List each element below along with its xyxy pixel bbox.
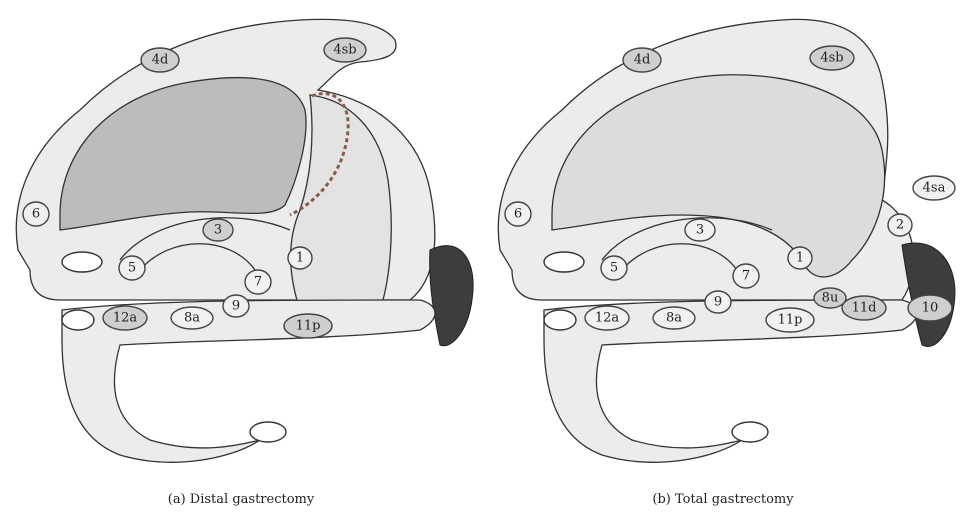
svg-text:1: 1 — [796, 251, 804, 266]
svg-text:6: 6 — [514, 207, 522, 222]
station-4d: 4d — [141, 48, 179, 72]
svg-text:9: 9 — [714, 295, 722, 310]
station-8a: 8a — [171, 307, 213, 329]
station-1: 1 — [788, 247, 812, 269]
svg-text:8a: 8a — [666, 311, 682, 326]
vessel-stub — [250, 422, 286, 442]
station-1: 1 — [288, 247, 312, 269]
svg-text:3: 3 — [696, 223, 704, 238]
svg-text:5: 5 — [128, 261, 136, 276]
station-2: 2 — [888, 214, 912, 236]
station-3: 3 — [203, 219, 233, 241]
vessel-stub — [732, 422, 768, 442]
station-11d: 11d — [842, 296, 886, 320]
station-4sb: 4sb — [324, 38, 366, 62]
station-4sa: 4sa — [913, 176, 955, 200]
station-7: 7 — [245, 270, 271, 294]
panel-distal-gastrectomy: 4d 4sb 6 3 5 1 7 12a — [0, 0, 482, 521]
station-7: 7 — [733, 264, 759, 288]
station-8a: 8a — [653, 307, 695, 329]
station-12a: 12a — [103, 306, 147, 330]
svg-text:7: 7 — [254, 275, 262, 290]
distal-gastrectomy-diagram: 4d 4sb 6 3 5 1 7 12a — [0, 0, 482, 490]
svg-text:12a: 12a — [595, 311, 620, 326]
station-6: 6 — [23, 202, 49, 226]
station-4sb: 4sb — [810, 46, 854, 70]
svg-text:3: 3 — [214, 223, 222, 238]
svg-text:1: 1 — [296, 251, 304, 266]
station-11p: 11p — [284, 314, 332, 338]
svg-text:7: 7 — [742, 269, 750, 284]
station-3: 3 — [685, 219, 715, 241]
station-6: 6 — [505, 202, 531, 226]
duodenum-stub — [62, 252, 102, 272]
svg-text:6: 6 — [32, 207, 40, 222]
svg-text:4sb: 4sb — [333, 43, 356, 58]
station-4d: 4d — [623, 48, 661, 72]
svg-text:5: 5 — [610, 261, 618, 276]
svg-text:9: 9 — [232, 299, 240, 314]
duodenum-stub — [544, 252, 584, 272]
spleen — [430, 246, 473, 346]
caption-a: (a) Distal gastrectomy — [0, 492, 482, 507]
svg-text:4sa: 4sa — [923, 181, 946, 196]
svg-text:12a: 12a — [113, 311, 138, 326]
total-gastrectomy-diagram: 4d 4sb 4sa 6 3 2 5 1 — [482, 0, 964, 490]
station-9: 9 — [223, 295, 249, 317]
station-11p: 11p — [766, 308, 814, 332]
station-5: 5 — [119, 256, 145, 280]
caption-b: (b) Total gastrectomy — [482, 492, 964, 507]
svg-text:10: 10 — [922, 301, 939, 316]
station-12a: 12a — [585, 306, 629, 330]
svg-text:8a: 8a — [184, 311, 200, 326]
station-9: 9 — [705, 291, 731, 313]
svg-text:4sb: 4sb — [820, 51, 843, 66]
svg-text:11p: 11p — [778, 313, 803, 328]
svg-text:8u: 8u — [822, 291, 839, 306]
station-5: 5 — [601, 256, 627, 280]
svg-text:11p: 11p — [296, 319, 321, 334]
svg-text:2: 2 — [896, 218, 904, 233]
svg-text:11d: 11d — [852, 301, 877, 316]
duodenum-stub-lower — [62, 310, 94, 330]
svg-text:4d: 4d — [634, 53, 651, 68]
duodenum-stub-lower — [544, 310, 576, 330]
svg-text:4d: 4d — [152, 53, 169, 68]
station-10: 10 — [908, 295, 952, 321]
station-8u: 8u — [814, 288, 846, 308]
panel-total-gastrectomy: 4d 4sb 4sa 6 3 2 5 1 — [482, 0, 964, 521]
